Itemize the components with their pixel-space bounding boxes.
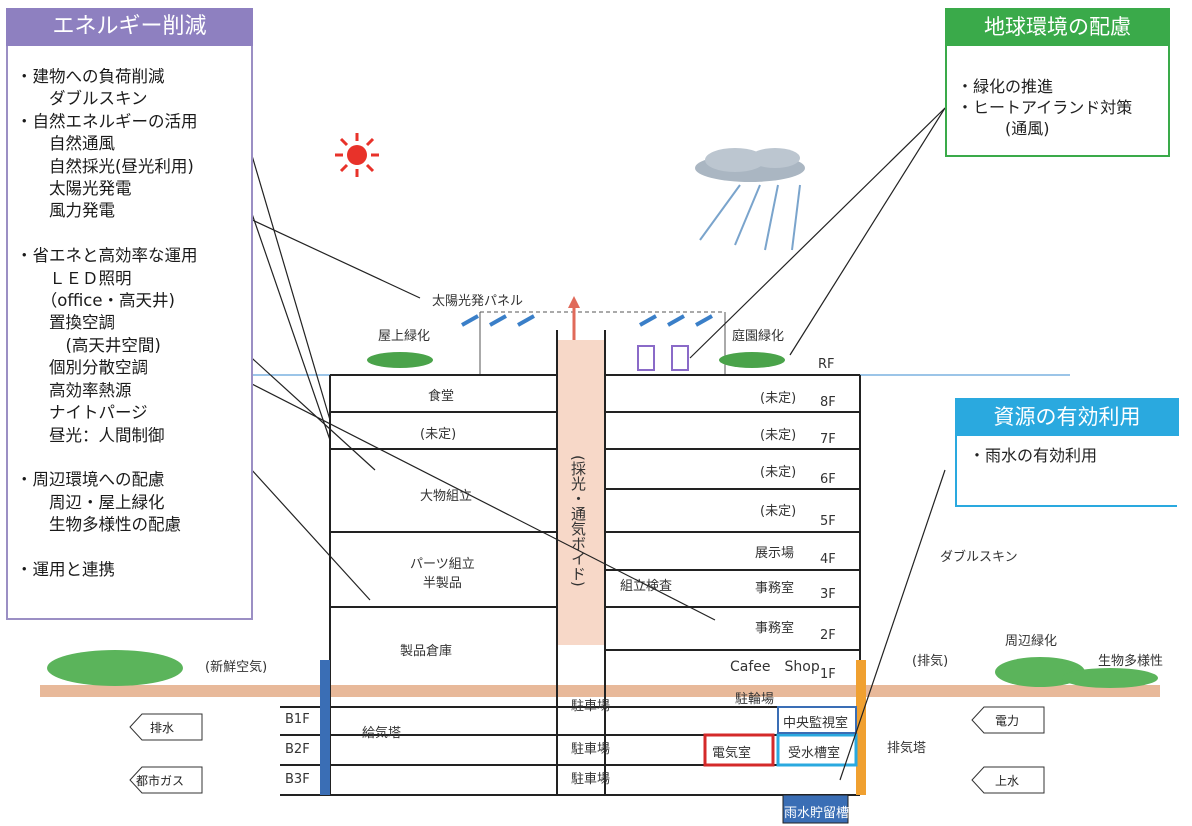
water-supply-arrow [971, 766, 1045, 794]
floor-b2f: B2F [285, 742, 310, 757]
floor-1f: 1F [820, 667, 836, 682]
double-skin-label: ダブルスキン [940, 550, 1018, 565]
surround-green-right [995, 657, 1085, 687]
roof-green-right-label: 庭園緑化 [732, 329, 785, 344]
dining-label: 食堂 [428, 389, 455, 404]
env-panel-title: 地球環境の配慮 [945, 8, 1170, 46]
floor-2f: 2F [820, 628, 836, 643]
energy-reduction-panel: エネルギー削減 ・建物への負荷削減 ダブルスキン ・自然エネルギーの活用 自然通… [6, 8, 253, 620]
floor-b1f: B1F [285, 712, 310, 727]
parking-b1-label: 駐車場 [571, 699, 611, 714]
exhaust-tower-label: 排気塔 [887, 741, 927, 756]
surround-green-left [47, 650, 183, 686]
undecided-8f-label: (未定) [760, 391, 797, 406]
parking-b3-label: 駐車場 [571, 772, 611, 787]
floor-rf: RF [818, 357, 835, 372]
void-label: (採光・通気ボイド) [569, 455, 587, 587]
cafe-label: Cafee Shop [730, 659, 820, 675]
supply-tower-shaft [320, 660, 330, 795]
water-tank-label: 受水槽室 [788, 746, 841, 761]
sun-icon [335, 133, 379, 177]
floor-3f: 3F [820, 587, 836, 602]
electric-room-label: 電気室 [712, 746, 752, 761]
biodiversity-label: 生物多様性 [1098, 654, 1164, 669]
large-assembly-label: 大物組立 [420, 489, 473, 504]
office-2f-label: 事務室 [755, 621, 795, 636]
solar-panel-label: 太陽光発パネル [432, 294, 524, 309]
bicycle-label: 駐輪場 [735, 692, 775, 707]
office-3f-label: 事務室 [755, 581, 795, 596]
floor-7f: 7F [820, 432, 836, 447]
water-tank-room [776, 733, 858, 767]
undecided-5f-label: (未定) [760, 504, 797, 519]
fresh-air-label: (新鮮空気) [205, 660, 268, 675]
drainage-label: 排水 [150, 721, 175, 735]
rain-tank [782, 794, 849, 824]
resource-panel: 資源の有効利用 ・雨水の有効利用 [955, 398, 1179, 507]
floor-b3f: B3F [285, 772, 310, 787]
roof-green-left-label: 屋上緑化 [378, 329, 431, 344]
floor-8f: 8F [820, 395, 836, 410]
central-monitor-room [777, 706, 857, 734]
product-warehouse-label: 製品倉庫 [400, 644, 453, 659]
exhibition-label: 展示場 [755, 546, 795, 561]
water-supply-label: 上水 [995, 774, 1020, 788]
city-gas-arrow [129, 766, 203, 794]
light-void [558, 340, 604, 645]
undecided-6f-label: (未定) [760, 465, 797, 480]
floor-5f: 5F [820, 514, 836, 529]
energy-panel-body: ・建物への負荷削減 ダブルスキン ・自然エネルギーの活用 自然通風 自然採光(昼… [16, 67, 198, 579]
drainage-arrow [129, 713, 203, 741]
power-arrow [971, 706, 1045, 734]
central-monitor-label: 中央監視室 [783, 716, 849, 731]
city-gas-label: 都市ガス [136, 774, 185, 788]
resource-panel-body: ・雨水の有効利用 [969, 446, 1098, 465]
parts-assembly-label: パーツ組立 半製品 [410, 557, 475, 591]
undecided-7f-label: (未定) [760, 428, 797, 443]
exhaust-tower-shaft [856, 660, 866, 795]
assembly-inspection-label: 組立検査 [620, 579, 673, 594]
global-environment-panel: 地球環境の配慮 ・緑化の推進 ・ヒートアイランド対策 (通風) [945, 8, 1170, 157]
undecided-7f-left-label: (未定) [420, 427, 457, 442]
rain-cloud-icon [695, 148, 805, 251]
env-panel-body: ・緑化の推進 ・ヒートアイランド対策 (通風) [957, 77, 1133, 138]
electric-room [703, 733, 775, 767]
floor-4f: 4F [820, 552, 836, 567]
energy-panel-title: エネルギー削減 [6, 8, 253, 46]
roof-green-right [719, 352, 785, 368]
roof-green-left [367, 352, 433, 368]
surround-green-label: 周辺緑化 [1005, 634, 1058, 649]
rain-tank-label: 雨水貯留槽 [784, 806, 850, 821]
exhaust-air-label: (排気) [912, 654, 949, 669]
solar-panel-array [461, 314, 713, 327]
power-label: 電力 [995, 714, 1020, 728]
supply-tower-label: 給気塔 [362, 726, 402, 741]
floor-6f: 6F [820, 472, 836, 487]
parking-b2-label: 駐車場 [571, 742, 611, 757]
resource-panel-title: 資源の有効利用 [955, 398, 1179, 436]
